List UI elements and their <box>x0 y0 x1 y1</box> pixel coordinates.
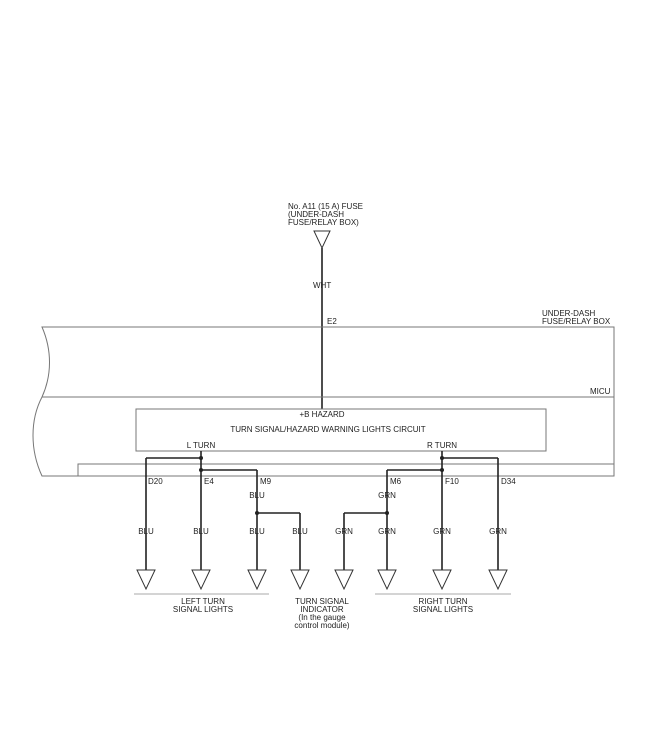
terminal-m6: M6 <box>390 477 402 486</box>
wire-color-left2: BLU <box>193 527 209 536</box>
right-light-1-symbol <box>377 569 397 591</box>
l-turn-label: L TURN <box>187 441 216 450</box>
right-light-3-symbol <box>488 569 508 591</box>
left-light-3-symbol <box>247 569 267 591</box>
splice-m9 <box>255 511 259 515</box>
right-light-2-symbol <box>432 569 452 591</box>
right-group-label-line2: SIGNAL LIGHTS <box>413 605 473 614</box>
terminal-m9: M9 <box>260 477 272 486</box>
left-light-1-symbol <box>136 569 156 591</box>
wire-color-right2: GRN <box>433 527 451 536</box>
indicator-label-line2: INDICATOR <box>300 605 343 614</box>
left-light-2-symbol <box>191 569 211 591</box>
terminal-e4: E4 <box>204 477 214 486</box>
wire-color-left1: BLU <box>138 527 154 536</box>
wire-color-right3: GRN <box>489 527 507 536</box>
wire-color-left3: BLU <box>249 527 265 536</box>
indicator-label-line3: (In the gauge <box>298 613 346 622</box>
turn-signal-circuit-box <box>135 408 547 452</box>
splice-r-upper <box>440 456 444 460</box>
splice-l-upper <box>199 456 203 460</box>
wire-color-indicator-left: BLU <box>292 527 308 536</box>
r-turn-label: R TURN <box>427 441 457 450</box>
splice-r-lower <box>440 468 444 472</box>
terminal-e2: E2 <box>327 317 337 326</box>
hazard-label: +B HAZARD <box>299 410 344 419</box>
fuse-label-line2: (UNDER-DASH <box>288 210 344 219</box>
wire-color-m9-upper: BLU <box>249 491 265 500</box>
wire-color-indicator-right: GRN <box>335 527 353 536</box>
indicator-label-line1: TURN SIGNAL <box>295 597 349 606</box>
fuse-wire-color: WHT <box>313 281 331 290</box>
indicator-label-line4: control module) <box>294 621 349 630</box>
left-group-label-line2: SIGNAL LIGHTS <box>173 605 233 614</box>
micu-connector-strip <box>77 463 615 477</box>
fuse-label-line3: FUSE/RELAY BOX) <box>288 218 359 227</box>
circuit-title: TURN SIGNAL/HAZARD WARNING LIGHTS CIRCUI… <box>230 425 425 434</box>
wire-color-m6-upper: GRN <box>378 491 396 500</box>
terminal-f10: F10 <box>445 477 459 486</box>
micu-label: MICU <box>590 387 611 396</box>
underdash-label-line2: FUSE/RELAY BOX <box>542 317 611 326</box>
wire-color-right1: GRN <box>378 527 396 536</box>
splice-m6 <box>385 511 389 515</box>
fuse-label-line1: No. A11 (15 A) FUSE <box>288 202 363 211</box>
splice-l-lower <box>199 468 203 472</box>
underdash-label-line1: UNDER-DASH <box>542 309 596 318</box>
terminal-d20: D20 <box>148 477 163 486</box>
underdash-fuse-relay-box <box>32 326 615 477</box>
right-group-label-line1: RIGHT TURN <box>418 597 467 606</box>
indicator-right-symbol <box>334 569 354 591</box>
indicator-left-symbol <box>290 569 310 591</box>
fuse-symbol <box>313 230 331 250</box>
left-group-label-line1: LEFT TURN <box>181 597 225 606</box>
terminal-d34: D34 <box>501 477 516 486</box>
